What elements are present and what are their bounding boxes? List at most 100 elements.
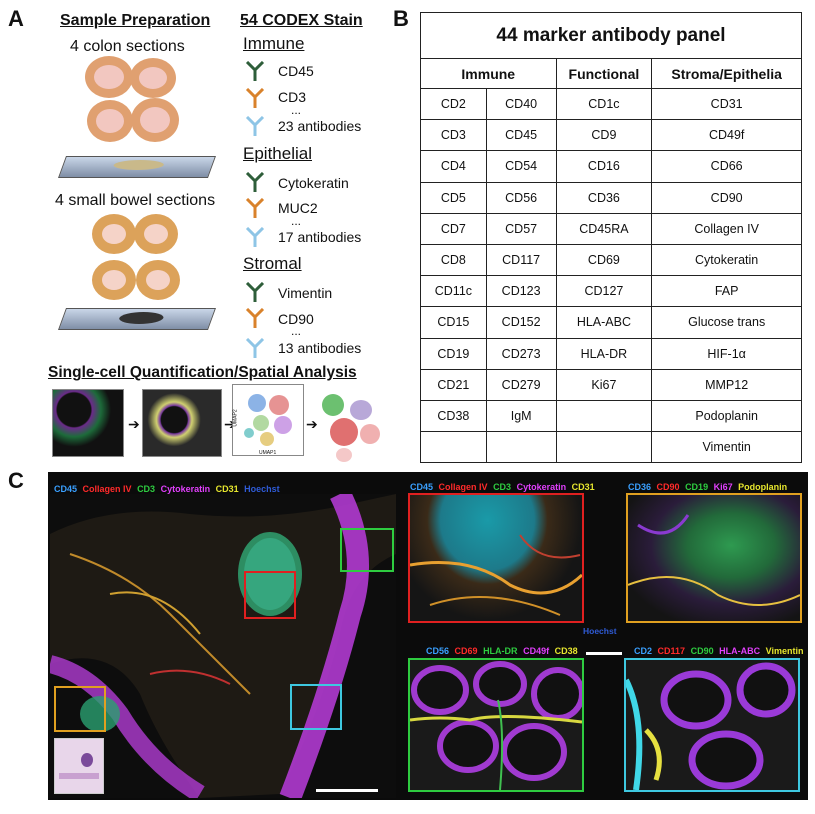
legend-item: CD3 [493, 482, 512, 492]
inset-3-legend: CD56 CD69 HLA-DR CD49f CD38 [426, 646, 581, 656]
table-cell: CD57 [485, 212, 557, 245]
roi-box-orange [54, 686, 106, 732]
table-cell: CD49f [651, 119, 802, 152]
stromal-ellipsis: ... [291, 324, 302, 338]
legend-item: CD56 [426, 646, 450, 656]
table-cell: CD90 [651, 181, 802, 214]
legend-item: Vimentin [765, 646, 804, 656]
stromal-item-1: Vimentin [278, 285, 333, 301]
legend-item: CD36 [628, 482, 652, 492]
colon-sections-label: 4 colon sections [70, 38, 185, 55]
legend-item: Podoplanin [738, 482, 788, 492]
table-cell: CD4 [420, 150, 487, 183]
antibody-icon-dark-green [245, 282, 265, 302]
legend-item: HLA-ABC [719, 646, 761, 656]
umap-ylabel: UMAP2 [232, 409, 239, 427]
table-cell: CD66 [651, 150, 802, 183]
legend-item: CD49f [523, 646, 550, 656]
antibody-icon-orange [245, 198, 265, 218]
legend-item: CD19 [685, 482, 709, 492]
panel-label-b: B [393, 6, 409, 31]
group-immune-title: Immune [243, 34, 305, 53]
table-cell: CD54 [485, 150, 557, 183]
immune-item-2: CD3 [278, 89, 307, 105]
legend-item: HLA-DR [483, 646, 518, 656]
header-immune: Immune [420, 58, 557, 89]
legend-item: CD2 [634, 646, 653, 656]
legend-item: CD45 [54, 484, 78, 494]
table-cell: HLA-ABC [555, 306, 653, 339]
table-cell [485, 431, 557, 464]
table-cell: HLA-DR [555, 337, 653, 370]
table-cell: CD40 [485, 87, 557, 121]
antibody-icon-dark-green [245, 172, 265, 192]
stromal-item-2: CD90 [278, 311, 314, 327]
table-cell: CD3 [420, 119, 487, 152]
antibody-icon-light-blue [245, 227, 265, 247]
codex-image-thumb-1 [52, 389, 124, 457]
table-cell: Collagen IV [651, 212, 802, 245]
arrow-icon: ➔ [128, 416, 140, 432]
inset-1-legend: CD45 Collagen IV CD3 Cytokeratin CD31 [410, 482, 598, 492]
roi-box-cyan [290, 684, 342, 730]
legend-item: CD69 [454, 646, 478, 656]
header-stroma-epithelia: Stroma/Epithelia [651, 58, 802, 89]
legend-item: CD90 [690, 646, 714, 656]
main-tissue-image [50, 494, 396, 798]
table-row: Vimentin [420, 431, 802, 464]
legend-item: CD3 [137, 484, 156, 494]
table-cell: CD21 [420, 368, 487, 401]
panel-label-c: C [8, 468, 24, 493]
umap-xlabel: UMAP1 [259, 450, 277, 456]
inset-4-legend: CD2 CD117 CD90 HLA-ABC Vimentin [634, 646, 806, 656]
table-cell: CD7 [420, 212, 487, 245]
hoechst-label: Hoechst [583, 626, 617, 636]
table-cell: CD36 [555, 181, 653, 214]
analysis-title: Single-cell Quantification/Spatial Analy… [48, 364, 357, 381]
table-cell [555, 399, 653, 433]
antibody-icon-orange [245, 308, 265, 328]
table-cell: CD16 [555, 150, 653, 183]
table-cell: CD117 [485, 243, 557, 277]
antibody-icon-light-blue [245, 116, 265, 136]
panel-label-a: A [8, 6, 24, 31]
epithelial-more: 17 antibodies [278, 229, 362, 245]
table-cell: CD5 [420, 181, 487, 214]
table-cell: CD69 [555, 243, 653, 277]
bowel-slide [57, 308, 217, 330]
table-cell: CD123 [485, 275, 557, 308]
table-cell: CD279 [485, 368, 557, 401]
table-cell: CD9 [555, 119, 653, 152]
marker-panel-table: 44 marker antibody panel Immune Function… [420, 12, 802, 464]
table-cell: CD45 [485, 119, 557, 152]
header-functional: Functional [555, 58, 653, 89]
antibody-icon-dark-green [245, 61, 265, 81]
table-cell: CD127 [555, 275, 653, 308]
table-cell: CD45RA [555, 212, 653, 245]
table-cell: MMP12 [651, 368, 802, 401]
legend-item: Hoechst [244, 484, 280, 494]
table-cell: Podoplanin [651, 399, 802, 433]
group-epithelial-title: Epithelial [243, 144, 312, 163]
immune-ellipsis: ... [291, 103, 302, 117]
table-cell: FAP [651, 275, 802, 308]
he-stain-thumbnail [54, 738, 104, 794]
antibody-icon-orange [245, 88, 265, 108]
legend-item: Collagen IV [438, 482, 488, 492]
table-cell: CD152 [485, 306, 557, 339]
table-cell: Vimentin [651, 431, 802, 464]
antibody-icon-light-blue [245, 338, 265, 358]
table-cell: CD31 [651, 87, 802, 121]
umap-plot-thumb: UMAP1 UMAP2 [232, 384, 304, 456]
table-cell: CD273 [485, 337, 557, 370]
table-cell: CD56 [485, 181, 557, 214]
epithelial-item-1: Cytokeratin [278, 175, 349, 191]
table-cell: CD19 [420, 337, 487, 370]
inset-3-image [408, 658, 584, 792]
inset-scale-bar [586, 652, 622, 655]
roi-box-red [244, 571, 296, 619]
